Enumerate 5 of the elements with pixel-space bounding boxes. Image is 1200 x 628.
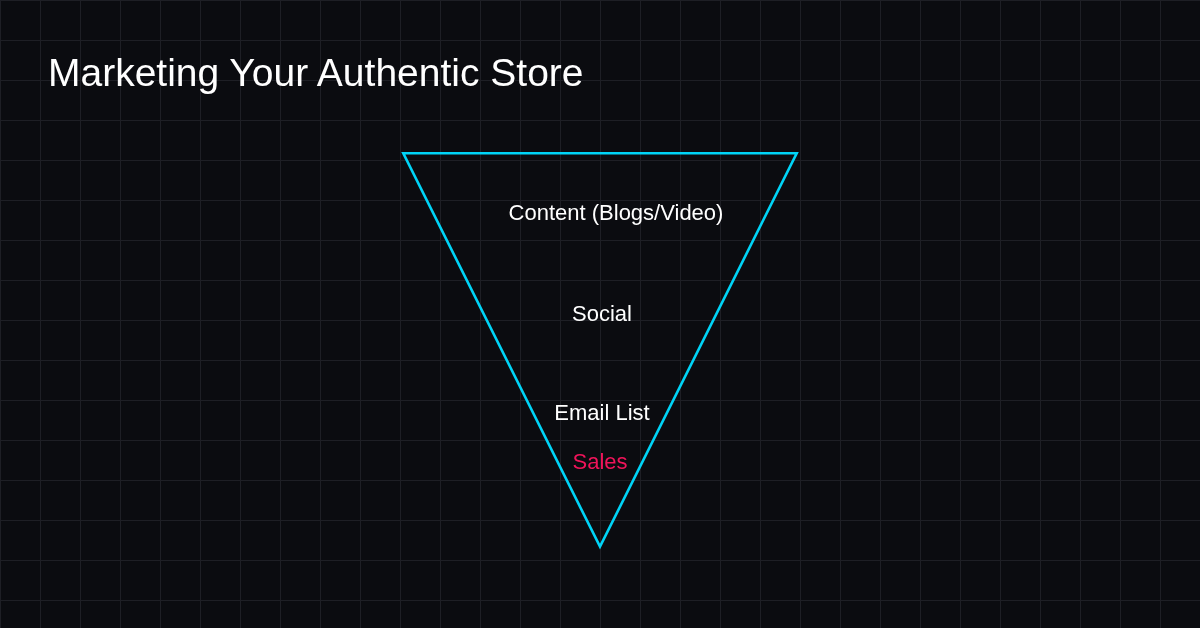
stage-label: Sales [572, 449, 628, 475]
stage-label: Content (Blogs/Video) [508, 200, 724, 226]
stage-label: Social [572, 301, 632, 327]
stage-label: Email List [554, 400, 650, 426]
diagram-title: Marketing Your Authentic Store [48, 51, 584, 96]
